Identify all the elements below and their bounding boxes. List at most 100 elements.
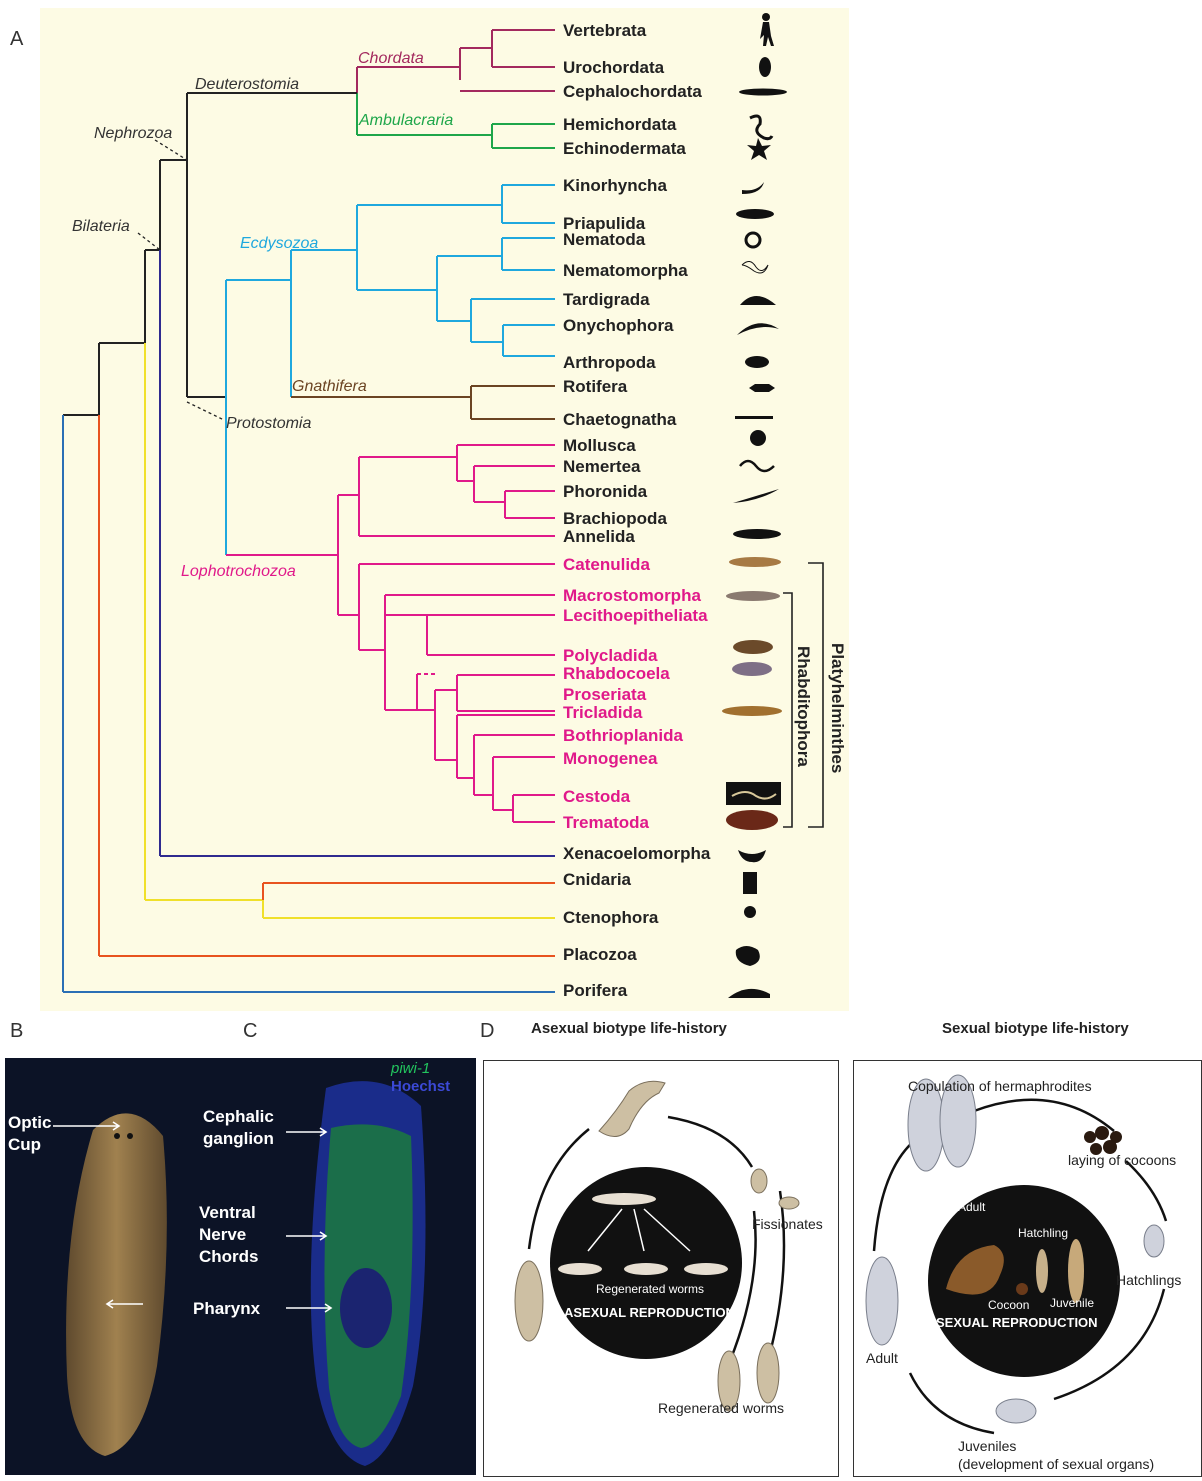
taxon-macrostomorpha: Macrostomorpha <box>563 586 701 605</box>
acorn-worm-icon <box>750 116 772 139</box>
sexual-title: Sexual biotype life-history <box>942 1020 1129 1037</box>
copulation-label: Copulation of hermaphrodites <box>908 1078 1092 1094</box>
nematomorph-icon <box>742 261 768 273</box>
catenulida-photo-icon <box>729 557 781 567</box>
rhabditophora-bracket <box>783 593 792 827</box>
juveniles-note-label: (development of sexual organs) <box>958 1456 1154 1472</box>
taxon-bothrioplanida: Bothrioplanida <box>563 726 683 745</box>
clade-gnathifera: Gnathifera <box>292 378 367 395</box>
taxon-mollusca: Mollusca <box>563 436 636 455</box>
hatchling-inner-label: Hatchling <box>1018 1226 1068 1240</box>
hatchlings-label: Hatchlings <box>1116 1272 1181 1288</box>
pharynx-left-arrow-icon <box>103 1298 143 1310</box>
juvenile-inner-label: Juvenile <box>1050 1296 1094 1310</box>
polycladida-photo-icon <box>733 640 773 654</box>
taxon-placozoa: Placozoa <box>563 945 637 964</box>
juveniles-label: Juveniles <box>958 1438 1016 1454</box>
clade-bilateria: Bilateria <box>72 218 130 235</box>
regenerated-worms-inner-label: Regenerated worms <box>596 1282 704 1296</box>
clade-chordata: Chordata <box>358 50 424 67</box>
clade-nephrozoa: Nephrozoa <box>94 125 172 142</box>
taxon-phoronida: Phoronida <box>563 482 648 501</box>
taxon-cnidaria: Cnidaria <box>563 870 632 889</box>
annelid-icon <box>733 529 781 539</box>
sexual-reproduction-label: SEXUAL REPRODUCTION <box>936 1315 1098 1330</box>
taxon-polycladida: Polycladida <box>563 646 658 665</box>
adult-label: Adult <box>866 1350 898 1366</box>
regenerated-worms-label: Regenerated worms <box>658 1400 784 1416</box>
taxon-urochordata: Urochordata <box>563 58 665 77</box>
priapulid-icon <box>736 209 774 219</box>
human-silhouette-icon <box>760 13 774 46</box>
kinorhyncha-icon <box>742 182 764 194</box>
label-arrows-icon <box>136 1118 336 1318</box>
lancelet-icon <box>739 89 787 96</box>
lophotrochozoa-branches <box>226 445 555 822</box>
taxon-rotifera: Rotifera <box>563 377 628 396</box>
clade-lophotrochozoa: Lophotrochozoa <box>181 563 296 580</box>
clade-ecdysozoa: Ecdysozoa <box>240 235 318 252</box>
taxon-xenacoelomorpha: Xenacoelomorpha <box>563 844 711 863</box>
platyhelminthes-label: Platyhelminthes <box>828 643 847 773</box>
asexual-cycle-diagram: Regenerated worms ASEXUAL REPRODUCTION F… <box>484 1061 838 1476</box>
rhabdocoela-photo-icon <box>732 662 772 676</box>
adult-inner-label: Adult <box>958 1200 986 1214</box>
taxon-kinorhyncha: Kinorhyncha <box>563 176 667 195</box>
clade-ambulacraria: Ambulacraria <box>358 112 453 129</box>
taxon-monogenea: Monogenea <box>563 749 658 768</box>
rhabditophora-label: Rhabditophora <box>794 646 813 767</box>
macrostomorpha-photo-icon <box>726 591 780 601</box>
taxon-rhabdocoela: Rhabdocoela <box>563 664 670 683</box>
cnidarian-icon <box>743 872 757 894</box>
chaetognath-icon <box>735 416 773 419</box>
taxon-lecithoepitheliata: Lecithoepitheliata <box>563 606 708 625</box>
xenacoelomorph-icon <box>738 850 766 862</box>
sexual-cycle-diagram: Copulation of hermaphrodites laying of c… <box>854 1061 1201 1476</box>
tricladida-photo-icon <box>722 706 782 716</box>
taxon-catenulida: Catenulida <box>563 555 650 574</box>
taxon-cephalochordata: Cephalochordata <box>563 82 702 101</box>
taxon-hemichordata: Hemichordata <box>563 115 677 134</box>
taxon-annelida: Annelida <box>563 527 635 546</box>
asexual-cycle-box: Regenerated worms ASEXUAL REPRODUCTION F… <box>483 1060 839 1477</box>
laying-cocoons-label: laying of cocoons <box>1068 1152 1176 1168</box>
cnidaria-placozoa-branches <box>99 415 555 956</box>
taxon-proseriata: Proseriata <box>563 685 647 704</box>
xenacoelomorpha-branch <box>160 250 555 856</box>
taxon-cestoda: Cestoda <box>563 787 631 806</box>
taxon-tardigrada: Tardigrada <box>563 290 650 309</box>
taxon-silhouettes <box>733 13 787 539</box>
cocoon-inner-label: Cocoon <box>988 1298 1029 1312</box>
basal-silhouettes <box>728 850 770 998</box>
taxon-onychophora: Onychophora <box>563 316 674 335</box>
ctenophore-icon <box>744 906 756 918</box>
taxon-vertebrata: Vertebrata <box>563 21 647 40</box>
rotifer-icon <box>735 384 775 392</box>
clade-protostomia: Protostomia <box>226 415 311 432</box>
taxon-nematomorpha: Nematomorpha <box>563 261 688 280</box>
sexual-cycle-box: Copulation of hermaphrodites laying of c… <box>853 1060 1202 1477</box>
clade-deuterostomia: Deuterostomia <box>195 76 299 93</box>
taxon-ctenophora: Ctenophora <box>563 908 659 927</box>
starfish-icon <box>747 138 771 160</box>
arrow-icon <box>53 1120 123 1132</box>
taxon-porifera: Porifera <box>563 981 628 1000</box>
arthropod-icon <box>745 356 769 368</box>
taxon-nemertea: Nemertea <box>563 457 641 476</box>
tardigrade-icon <box>740 296 776 305</box>
taxon-echinodermata: Echinodermata <box>563 139 686 158</box>
legend-hoechst: Hoechst <box>391 1078 450 1095</box>
phoronid-icon <box>733 489 779 503</box>
sponge-icon <box>728 989 770 998</box>
taxon-trematoda: Trematoda <box>563 813 650 832</box>
taxon-tricladida: Tricladida <box>563 703 643 722</box>
nematode-icon <box>746 233 760 247</box>
legend-piwi: piwi-1 <box>391 1060 430 1077</box>
taxon-arthropoda: Arthropoda <box>563 353 656 372</box>
tunicate-icon <box>759 57 771 77</box>
taxon-brachiopoda: Brachiopoda <box>563 509 667 528</box>
asexual-reproduction-label: ASEXUAL REPRODUCTION <box>564 1305 735 1320</box>
trematoda-photo-icon <box>726 810 778 830</box>
